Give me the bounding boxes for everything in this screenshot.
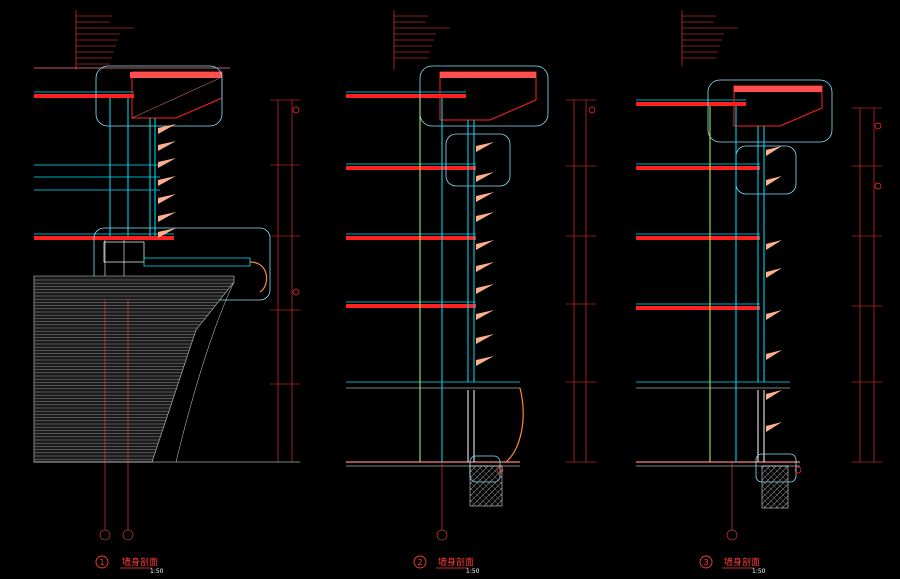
section-scale: 1:50 [150,568,164,575]
section-title-2: 2 墙身剖面 1:50 [413,555,480,575]
annotation-leaders-2 [393,10,450,70]
louvers-1 [158,124,176,238]
grid-axes-2 [436,462,448,541]
wall-section-1: 1 墙身剖面 1:50 [33,10,300,575]
louvers-2 [476,142,494,366]
grid-axes-1 [99,300,134,541]
base-detail-2 [469,387,524,507]
level-marks-1 [292,106,300,296]
dimension-line-2 [566,99,596,463]
detail-bubble [95,65,223,127]
roof-overhang-2 [419,65,549,187]
annotation-leaders-3 [681,10,738,66]
wall-section-2: 2 墙身剖面 1:50 [346,10,596,575]
section-title: 墙身剖面 [438,556,474,568]
section-title: 墙身剖面 [122,556,158,568]
section-title: 墙身剖面 [724,556,760,568]
section-scale: 1:50 [752,568,766,575]
dimension-line-3 [852,107,882,463]
roof-overhang-1 [95,65,223,127]
floor-slabs-2 [346,91,520,467]
louvers-3 [766,146,782,432]
floor-slabs-3 [636,99,800,467]
level-marks-3 [794,122,882,474]
section-title-3: 3 墙身剖面 1:50 [699,555,766,575]
curtain-wall-2 [419,98,475,462]
wall-section-3: 3 墙身剖面 1:50 [636,10,882,575]
floor-slabs-1 [34,67,230,240]
base-detail-3 [755,453,797,509]
curtain-wall-3 [709,106,765,462]
section-title-1: 1 墙身剖面 1:50 [95,555,164,575]
ground-mass-1 [33,275,235,463]
curtain-wall-1 [104,98,156,300]
level-marks-2 [496,106,596,474]
ground-curve [175,281,235,463]
dimension-line-1 [34,99,300,463]
section-number: 3 [703,558,708,567]
grid-axes-3 [726,462,738,541]
annotation-leaders-1 [75,10,134,70]
section-number: 2 [417,558,422,567]
section-scale: 1:50 [466,568,480,575]
section-number: 1 [99,558,104,567]
